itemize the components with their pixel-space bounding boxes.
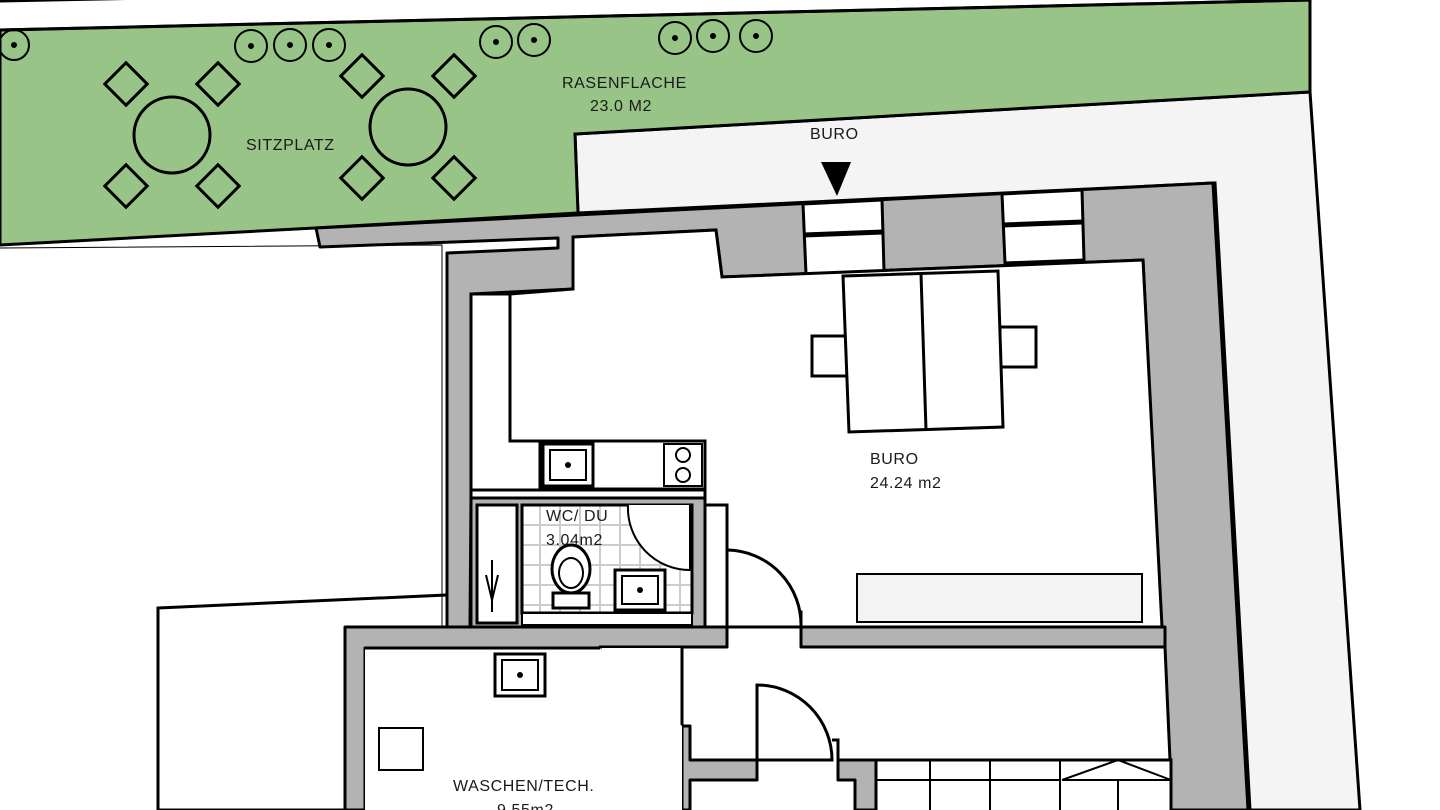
entrance-label: BURO — [810, 126, 859, 143]
wc-area-label: 3.04m2 — [546, 532, 603, 549]
cabinet — [856, 573, 1143, 623]
seating-label: SITZPLATZ — [246, 137, 335, 154]
table-with-chairs-icon — [338, 52, 478, 202]
door-swing-icon — [755, 683, 834, 762]
toilet-icon — [550, 543, 592, 610]
washer-icon — [378, 727, 424, 771]
laundry-room — [365, 648, 682, 810]
window-icon — [801, 188, 1086, 276]
laundry-area-label: 9.55m2 — [497, 802, 554, 810]
sink-icon — [493, 652, 547, 698]
tree-icon — [0, 19, 773, 63]
office-name-label: BURO — [870, 451, 919, 468]
garden-name-label: RASENFLACHE — [562, 75, 687, 92]
door-swing-icon — [725, 548, 803, 629]
wc-name-label: WC/ DU — [546, 508, 608, 525]
stove-icon — [663, 443, 703, 487]
wall-segment — [680, 724, 759, 810]
door-swing-icon — [626, 504, 691, 572]
shower-icon — [475, 503, 519, 625]
wall-segment — [836, 758, 878, 810]
office-area-label: 24.24 m2 — [870, 475, 942, 492]
building-walls — [314, 181, 1250, 810]
neighbour-outline-north — [0, 244, 443, 810]
wall-segment — [799, 625, 1167, 649]
laundry-name-label: WASCHEN/TECH. — [453, 778, 594, 795]
entrance-arrow-icon — [821, 162, 851, 196]
stairs-icon — [874, 758, 1173, 810]
garden-area-label: 23.0 M2 — [590, 98, 652, 115]
corridor — [801, 645, 1172, 762]
desk-icon — [810, 269, 1038, 434]
sink-icon — [613, 568, 667, 612]
sink-icon — [541, 442, 595, 488]
table-with-chairs-icon — [102, 60, 242, 210]
